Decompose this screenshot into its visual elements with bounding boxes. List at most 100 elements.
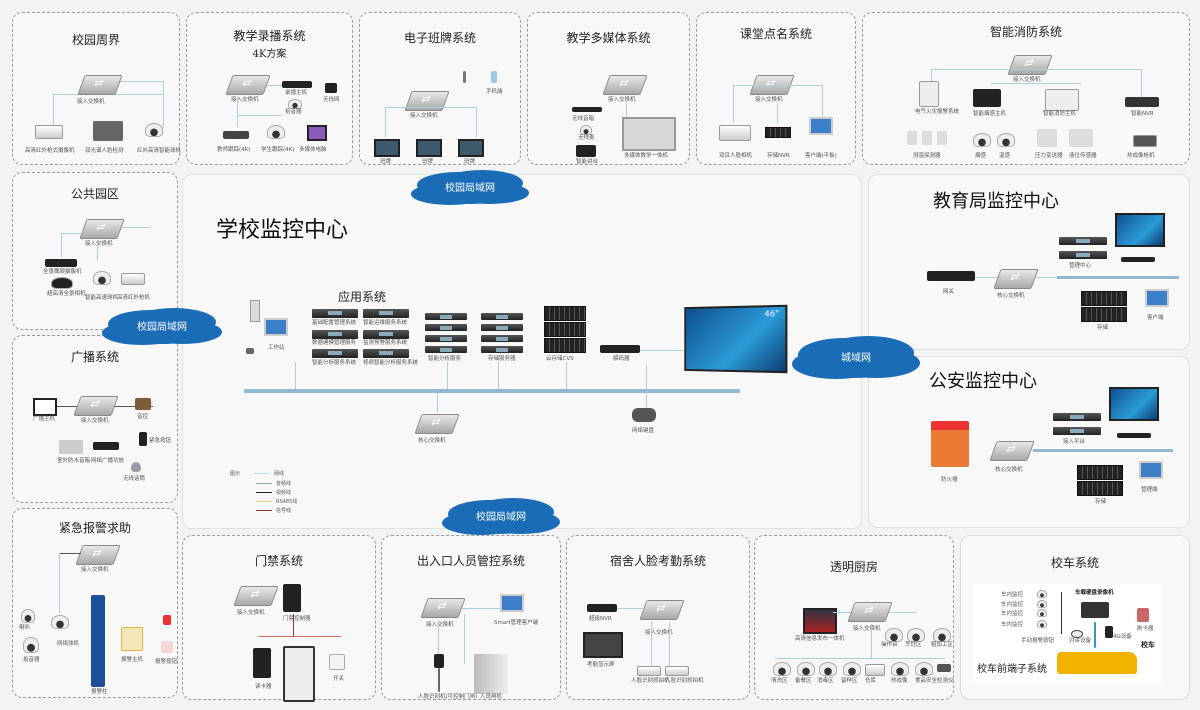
recorder-label: 车载硬盘录像机 xyxy=(1075,590,1114,596)
level-sensor-icon xyxy=(1069,129,1093,147)
panel-title: 广播系统 xyxy=(70,350,119,364)
device-label: 4G设备 xyxy=(1113,634,1132,640)
device-label: 班牌 xyxy=(464,159,476,165)
decoder-icon xyxy=(600,345,640,353)
dome-camera-icon xyxy=(1037,590,1047,598)
decoder-icon xyxy=(1121,257,1155,262)
device-label: 解码器 xyxy=(613,356,630,362)
panel-title: 电子班牌系统 xyxy=(403,31,476,45)
management-client-icon xyxy=(500,594,524,612)
core-switch-icon xyxy=(989,441,1035,461)
video-wall-icon: 46" xyxy=(684,304,788,374)
switch-label: 接入交换机 xyxy=(85,241,113,247)
legend-label: 信号线 xyxy=(276,508,292,514)
device-label: 车内监控 xyxy=(1001,602,1024,608)
device-label: 班牌 xyxy=(380,159,392,165)
video-wall-icon xyxy=(1115,213,1165,247)
nvr-icon xyxy=(1125,97,1159,107)
device-label: 智能消防主机 xyxy=(1043,111,1077,117)
device-label: 无线麦 xyxy=(578,135,595,141)
storage-icon xyxy=(1081,291,1127,306)
firewall-icon xyxy=(931,421,969,467)
device-label: 车内监控 xyxy=(1001,611,1024,617)
switch-label: 接入交换机 xyxy=(645,630,673,636)
device-label: 超高清全景相机 xyxy=(47,291,86,297)
ptz-camera-icon xyxy=(51,615,69,629)
4g-device-icon xyxy=(1105,626,1113,638)
binocular-camera-icon xyxy=(719,125,751,141)
device-label: 红外高清智能球机 xyxy=(137,148,182,154)
server-label: 智能分析服务 xyxy=(428,356,462,362)
legend-label: 视频线 xyxy=(276,490,292,496)
device-label: 人脸识别抓拍机 xyxy=(665,678,704,684)
device-label: 温感 xyxy=(999,153,1011,159)
server-icon xyxy=(1059,251,1107,259)
wireless-mic-icon xyxy=(131,462,141,472)
bus-label: 校车 xyxy=(1141,641,1155,649)
device-label: 网络键盘 xyxy=(632,428,655,434)
panel-recording: 教学录播系统 4K方案 接入交换机 录播主机 拾音器 无线网 教师跟踪(4K) … xyxy=(186,12,353,165)
panel-title: 智能消防系统 xyxy=(989,25,1062,39)
switch-label: 接入交换机 xyxy=(426,622,454,628)
smoke-host-icon xyxy=(973,89,1001,107)
dome-camera-icon xyxy=(797,662,815,676)
server-label: 基础配置管理系统 xyxy=(312,320,357,326)
panel-title: 课堂点名系统 xyxy=(739,27,812,41)
dome-camera-icon xyxy=(907,628,925,642)
teaching-display-icon xyxy=(622,117,676,151)
panel-title: 教学多媒体系统 xyxy=(566,31,651,45)
panel-title: 公共园区 xyxy=(70,187,119,201)
panel-kitchen: 透明厨房 高清信息发布一体机 接入交换机 操作台 烹饪区 粗加工区 清洗区 备餐… xyxy=(754,535,954,700)
device-label: 网络广播功放 xyxy=(91,458,125,464)
server-icon xyxy=(1053,413,1101,421)
device-label: 智能NVR xyxy=(1131,111,1154,117)
switch-label: 接入交换机 xyxy=(1013,77,1041,83)
attendance-display-icon xyxy=(583,632,623,658)
dome-camera-icon xyxy=(1037,609,1047,617)
gateway-icon xyxy=(927,271,975,281)
device-label: 压力变送器 xyxy=(1035,153,1063,159)
device-label: 管理端 xyxy=(1141,487,1158,493)
mic-console-icon xyxy=(135,398,151,410)
switch-icon xyxy=(75,545,121,565)
face-terminal-icon xyxy=(434,654,444,668)
cloud-label: 校园局域网 xyxy=(137,322,187,333)
device-label: 管理中心 xyxy=(1069,263,1092,269)
legend-swatch xyxy=(256,482,272,485)
device-label: 学生跟踪(4K) xyxy=(261,147,295,153)
thermal-camera-icon xyxy=(1133,135,1157,147)
switch-icon xyxy=(1007,55,1053,75)
device-label: 无线音箱 xyxy=(572,116,595,122)
ptz-camera-icon xyxy=(93,271,111,285)
device-label: 高清信息发布一体机 xyxy=(795,636,845,642)
panel-rollcall: 课堂点名系统 接入交换机 双目人脸相机 存储NVR 客户端(平板) xyxy=(696,12,856,165)
analysis-server-icon xyxy=(425,313,467,320)
smart-podium-icon xyxy=(576,145,596,157)
computer-icon xyxy=(307,125,327,141)
switch-label: 接入交换机 xyxy=(237,610,265,616)
dome-camera-icon xyxy=(267,125,285,139)
device-label: 多媒体电脑 xyxy=(299,147,327,153)
device-label: 操作台 xyxy=(881,642,898,648)
device-label: 对讲设备 xyxy=(1069,638,1092,644)
switch-label: 接入交换机 xyxy=(81,567,109,573)
workstation-icon xyxy=(264,318,288,336)
headset-icon xyxy=(580,125,592,135)
panel-broadcast: 广播系统 接入交换机 广播主机 音控 室外防水音箱 网络广播功放 无线话筒 紧急… xyxy=(12,335,178,503)
storage-server-icon xyxy=(481,313,523,320)
campus-lan-cloud-top: 校园局域网 xyxy=(427,174,513,204)
device-label: 仓库 xyxy=(865,678,877,684)
dome-camera-icon xyxy=(915,662,933,676)
device-label: 备餐区 xyxy=(795,678,812,684)
core-switch-icon xyxy=(993,269,1039,289)
edu-center-title: 教育局监控中心 xyxy=(933,191,1059,211)
legend-label: 网线 xyxy=(274,471,285,477)
panel-bus: 校车系统 车内监控 车内监控 车内监控 车内监控 手动报警按钮 车载硬盘录像机 … xyxy=(960,535,1190,700)
switch-label: 接入交换机 xyxy=(231,97,259,103)
server-tower-icon xyxy=(250,300,260,322)
broadcast-host-icon xyxy=(33,398,57,416)
device-label: 拾音器 xyxy=(285,109,302,115)
legend-swatch xyxy=(256,509,272,512)
device-label: 留样区 xyxy=(841,678,858,684)
speaker-bar-icon xyxy=(572,107,602,112)
